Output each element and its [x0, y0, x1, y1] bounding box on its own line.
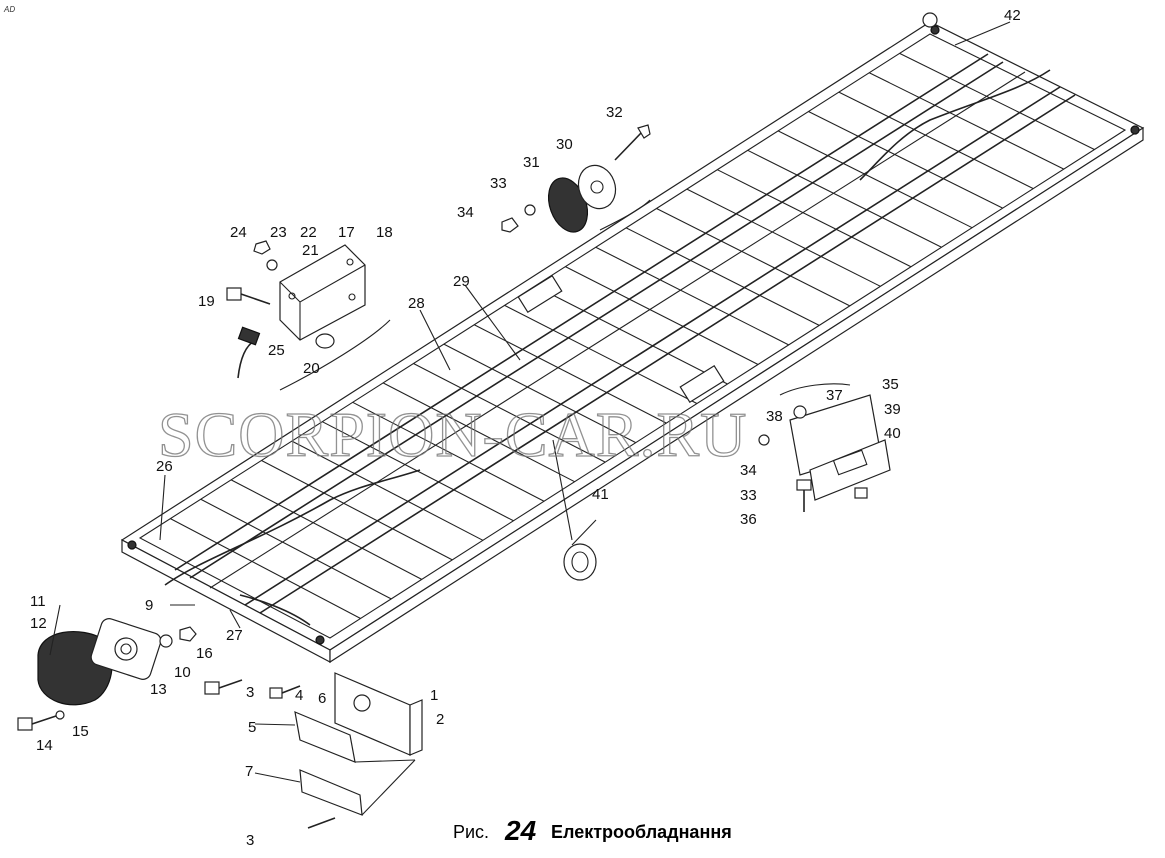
label-5: 5 [248, 719, 256, 736]
label-20: 20 [303, 360, 320, 377]
cross-member [200, 498, 392, 600]
caption-title: Електрообладнання [551, 822, 732, 842]
label-22: 22 [300, 224, 317, 241]
label-29: 29 [453, 273, 470, 290]
label-34a: 34 [457, 204, 474, 221]
caption-prefix: Рис. [453, 822, 489, 842]
label-17: 17 [338, 224, 355, 241]
label-42: 42 [1004, 7, 1021, 24]
leader-lines [49, 21, 1011, 783]
roller [563, 543, 597, 581]
label-21: 21 [302, 242, 319, 259]
cross-member [230, 479, 422, 580]
cross-member [382, 382, 575, 483]
label-11: 11 [30, 593, 46, 610]
label-24: 24 [230, 224, 247, 241]
label-4: 4 [295, 687, 303, 704]
cross-member [534, 285, 728, 385]
corner-mark: AD [3, 5, 15, 14]
label-12: 12 [30, 615, 47, 632]
label-13: 13 [150, 681, 167, 698]
label-30: 30 [556, 136, 573, 153]
label-6: 6 [318, 690, 326, 707]
label-36: 36 [740, 511, 757, 528]
watermark: SCORPION-CAR.RU [158, 399, 747, 470]
label-18: 18 [376, 224, 393, 241]
label-15: 15 [72, 723, 89, 740]
junction-box [226, 240, 391, 391]
caption: Рис. 24 Електрообладнання [453, 815, 732, 846]
label-35: 35 [882, 376, 899, 393]
cross-member [808, 111, 1003, 209]
label-25: 25 [268, 342, 285, 359]
socket-assembly [17, 618, 197, 731]
label-32: 32 [606, 104, 623, 121]
label-34b: 34 [740, 462, 757, 479]
label-26: 26 [156, 458, 173, 475]
label-19: 19 [198, 293, 215, 310]
cross-member [686, 188, 881, 287]
cross-member [747, 149, 942, 248]
label-31: 31 [523, 154, 540, 171]
label-14: 14 [36, 737, 53, 754]
cross-member [504, 304, 698, 405]
cross-member [868, 72, 1065, 170]
cross-member [261, 459, 453, 561]
cross-member [777, 130, 973, 229]
label-33b: 33 [740, 487, 757, 504]
lamp-assembly [501, 124, 651, 233]
cross-member [595, 246, 789, 346]
label-9: 9 [145, 597, 153, 614]
label-10: 10 [174, 664, 191, 681]
cross-member [413, 363, 606, 463]
cross-member [838, 91, 1034, 190]
caption-number: 24 [504, 815, 537, 846]
cross-member [170, 518, 361, 619]
cross-member [291, 440, 484, 541]
label-2: 2 [436, 711, 444, 728]
cross-member [352, 401, 545, 502]
cross-member [443, 343, 637, 444]
label-27: 27 [226, 627, 243, 644]
label-7: 7 [245, 763, 253, 780]
label-23: 23 [270, 224, 287, 241]
label-37: 37 [826, 387, 843, 404]
label-33a: 33 [490, 175, 507, 192]
bracket-assembly [204, 672, 423, 829]
part-labels: 1 2 3 3 4 5 6 7 9 10 11 12 13 14 15 16 1… [30, 7, 1021, 849]
label-38: 38 [766, 408, 783, 425]
label-1: 1 [430, 687, 438, 704]
cross-member [565, 266, 759, 365]
label-3b: 3 [246, 832, 254, 849]
label-41: 41 [592, 486, 609, 503]
label-16: 16 [196, 645, 213, 662]
floor-frame [120, 12, 1145, 664]
cross-member [899, 52, 1095, 151]
cross-member [656, 207, 851, 307]
label-40: 40 [884, 425, 901, 442]
label-28: 28 [408, 295, 425, 312]
label-39: 39 [884, 401, 901, 418]
cross-member [717, 169, 912, 268]
plate-assembly [758, 383, 891, 512]
cross-member [625, 227, 820, 326]
label-3a: 3 [246, 684, 254, 701]
